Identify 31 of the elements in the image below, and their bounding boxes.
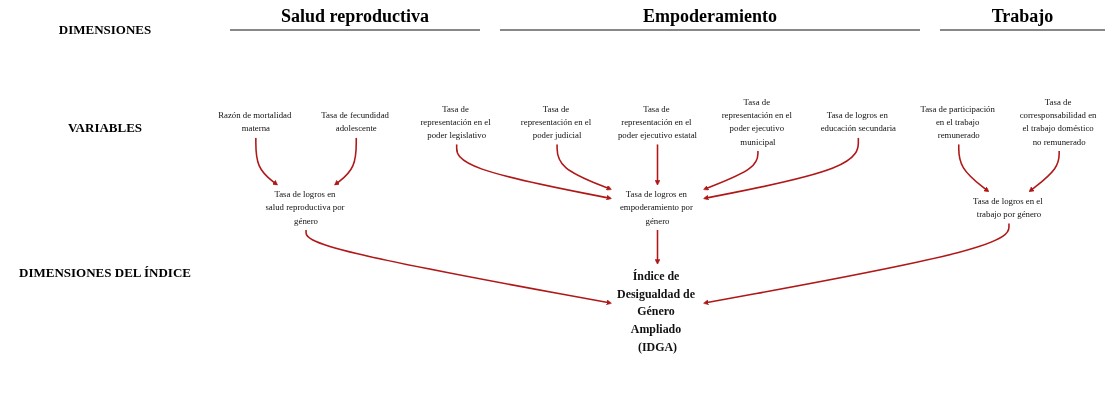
arrow [305, 229, 612, 306]
arrow [455, 143, 612, 201]
arrow [1028, 150, 1060, 193]
arrow [703, 136, 860, 201]
node-text: Tasa de participación en el trabajo remunerado [920, 104, 995, 140]
node-text: Tasa de representación en el poder legislativo [420, 104, 491, 140]
arrow [556, 143, 612, 191]
node-text: Tasa de logros en salud reproductiva por género [265, 189, 345, 226]
dimension-heading: Empoderamiento [500, 6, 920, 31]
node-text: Tasa de representación en el poder judicial [520, 104, 592, 140]
node-text: Tasa de logros en educación secundaria [820, 110, 897, 134]
node-text: Tasa de logros en empoderamiento por género [619, 189, 693, 226]
node-text: Tasa de corresponsabilidad en el trabajo doméstico no remunerado [1019, 97, 1097, 147]
row-label: DIMENSIONES DEL ÍNDICE [18, 265, 192, 281]
arrow [654, 229, 661, 265]
node-text: Tasa de representación en el poder ejecutivo municipal [721, 97, 792, 147]
node-text: Tasa de representación en el poder ejecutivo estatal [617, 104, 698, 140]
row-label: DIMENSIONES [57, 22, 153, 38]
arrow [255, 136, 278, 186]
row-label: VARIABLES [66, 120, 144, 136]
dimension-heading: Salud reproductiva [230, 6, 480, 31]
arrow [703, 150, 759, 191]
node-text: Tasa de fecundidad adolescente [321, 110, 389, 134]
arrow [703, 222, 1010, 306]
arrow [654, 143, 661, 186]
node-text: Índice de Desigualdad de Género Ampliado (IDGA) [617, 268, 695, 354]
arrow [334, 136, 358, 186]
dimension-heading: Trabajo [940, 6, 1105, 31]
arrow [957, 143, 990, 193]
node-text: Tasa de logros en el trabajo por género [973, 196, 1043, 219]
node-text: Razón de mortalidad materna [218, 110, 292, 134]
